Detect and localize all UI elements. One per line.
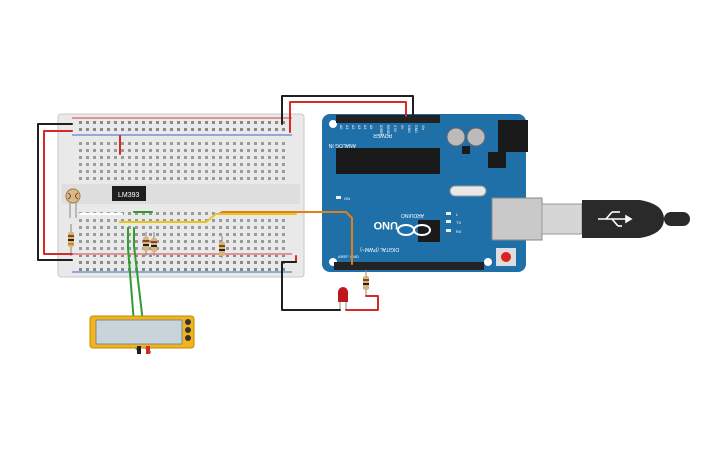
pin-label: A0	[339, 125, 343, 129]
bottom-power-rail	[76, 255, 288, 271]
rx-label: RX	[456, 229, 462, 234]
pin-label: GND	[414, 125, 418, 133]
breadboard	[57, 113, 305, 278]
usb-port[interactable]	[491, 197, 543, 241]
pin-label: Vin	[421, 125, 425, 130]
analog-header-label: ANALOG IN	[328, 142, 356, 148]
resistor-led	[363, 270, 369, 296]
crystal	[449, 185, 487, 197]
led-l-indicator	[446, 212, 451, 215]
usb-cable	[541, 200, 690, 238]
pin-label: 3.3V	[393, 125, 397, 133]
wire-gnd-to-rail	[281, 95, 414, 125]
dc-power-jack[interactable]	[498, 120, 528, 152]
lm393-label: LM393	[118, 192, 140, 199]
probe-red	[146, 346, 150, 354]
multimeter-display	[95, 319, 183, 345]
usb-symbol-icon	[598, 211, 633, 227]
pin-label: RESET	[386, 125, 390, 138]
lm393-ic: LM393	[112, 186, 146, 201]
arduino-brand-label: ARDUINO	[401, 212, 424, 218]
wire-yellow-signal	[119, 213, 297, 223]
capacitor	[466, 127, 486, 147]
lower-terminal-strip	[76, 212, 288, 250]
multimeter-knob[interactable]	[185, 319, 191, 325]
wire-5v-to-rail	[289, 101, 407, 133]
top-power-rail	[76, 118, 288, 134]
voltage-regulator	[488, 152, 506, 168]
multimeter-knob[interactable]	[185, 335, 191, 341]
multimeter-knob[interactable]	[185, 327, 191, 333]
gnd-label: GND	[350, 254, 359, 259]
power-header[interactable]	[336, 115, 440, 123]
atmega-chip	[336, 148, 440, 174]
pin-label: A5	[369, 125, 373, 129]
pin-label: IOREF	[379, 125, 383, 136]
wire-left-red	[43, 130, 73, 255]
probe-black	[137, 346, 141, 354]
capacitor	[446, 127, 466, 147]
resistor-breadboard-left	[68, 224, 74, 256]
arduino-logo-icon	[397, 224, 431, 236]
pin-label: A2	[351, 125, 355, 129]
photoresistor	[65, 188, 81, 218]
upper-terminal-strip	[76, 140, 288, 180]
pin-label: A4	[363, 125, 367, 129]
resistor-breadboard-1	[143, 232, 149, 256]
led-rx-indicator	[446, 229, 451, 232]
red-led	[338, 287, 348, 310]
wire-orange-to-pin	[221, 211, 353, 265]
resistor-breadboard-3	[219, 236, 225, 258]
led-on-indicator	[336, 196, 341, 199]
wire-led-gnd-black	[281, 261, 341, 311]
led-tx-indicator	[446, 220, 451, 223]
digital-header[interactable]	[334, 262, 484, 270]
arduino-uno-board: POWER ANALOG IN DIGITAL (PWM~) ARDUINO U…	[322, 114, 543, 272]
multimeter	[89, 315, 195, 354]
on-label: ON	[344, 196, 350, 201]
tx-label: TX	[456, 220, 461, 225]
aref-label: AREF	[338, 254, 349, 259]
pin-label: GND	[407, 125, 411, 133]
pin-label: 5V	[400, 125, 404, 130]
resistor-breadboard-2	[151, 232, 157, 256]
pin-label: A1	[345, 125, 349, 129]
l-label: L	[456, 212, 459, 217]
reset-button-cap[interactable]	[501, 252, 511, 262]
digital-header-label: DIGITAL (PWM~)	[360, 246, 399, 252]
power-header-label: POWER	[373, 132, 392, 138]
wire-led-red	[345, 295, 379, 311]
arduino-model-label: UNO	[373, 219, 398, 231]
pin-label: A3	[357, 125, 361, 129]
wire-left-black	[37, 123, 73, 261]
wires	[37, 95, 414, 353]
